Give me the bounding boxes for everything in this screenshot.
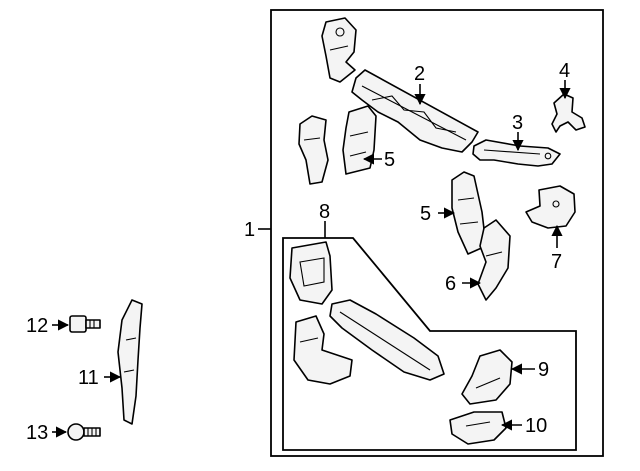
callout-10: 10 [525, 415, 547, 437]
callout-5a: 5 [384, 149, 395, 171]
callout-9: 9 [538, 359, 549, 381]
hook-bracket-part [551, 93, 586, 133]
side-panel-part [117, 299, 143, 425]
corner-bracket-part [525, 185, 576, 229]
callout-7: 7 [551, 251, 562, 273]
callout-8: 8 [319, 201, 330, 223]
callout-12: 12 [26, 315, 48, 337]
subassembly-frame [282, 237, 577, 451]
reinforcement-part [477, 219, 511, 301]
flange-bolt-part [67, 423, 101, 441]
side-bracket-part [298, 115, 329, 185]
callout-1: 1 [244, 219, 255, 241]
inner-crossbar-part [329, 299, 445, 381]
lower-support-part [472, 139, 561, 167]
bolt-part [69, 315, 101, 333]
callout-5b: 5 [420, 203, 431, 225]
callout-2: 2 [414, 63, 425, 85]
inner-panel-part [289, 241, 333, 305]
assembly-frame [270, 9, 604, 457]
upper-support-part [321, 17, 479, 153]
callout-13: 13 [26, 422, 48, 444]
inner-lower-bracket-part [293, 315, 353, 385]
callout-11: 11 [78, 367, 99, 389]
callout-6: 6 [445, 273, 456, 295]
seal-part [449, 411, 507, 445]
callout-4: 4 [559, 60, 570, 82]
side-member-part-upper [342, 105, 377, 175]
callout-3: 3 [512, 112, 523, 134]
deflector-part [461, 349, 513, 405]
